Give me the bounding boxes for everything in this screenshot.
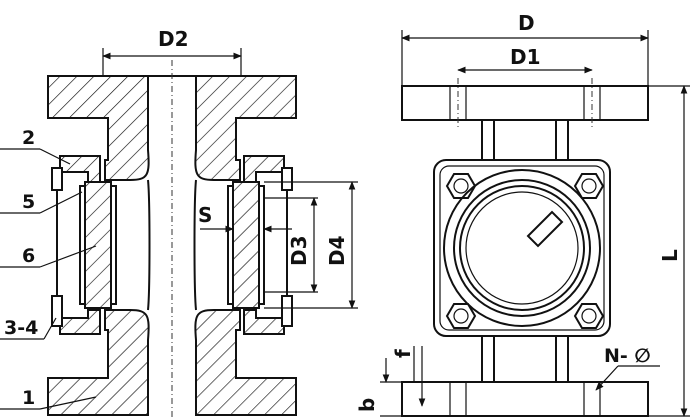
dim-label-d2: D2 — [158, 27, 189, 51]
callout-5: 5 — [22, 191, 35, 213]
bolt-right-bottom — [281, 295, 293, 327]
section-view: D2 D3 D4 S 2 5 6 3-4 1 — [0, 27, 358, 417]
dim-label-d: D — [518, 11, 535, 35]
top-flange-right — [194, 75, 297, 181]
dim-label-n-phi: N- ∅ — [604, 345, 651, 367]
dim-label-d3: D3 — [287, 235, 311, 266]
callout-1: 1 — [22, 387, 35, 409]
dim-label-l: L — [658, 249, 682, 262]
front-view: D D1 L f b N- ∅ — [355, 11, 690, 417]
dim-label-d4: D4 — [325, 235, 349, 266]
dim-label-f: f — [391, 349, 415, 358]
bottom-flange-left — [47, 309, 150, 416]
nut-top-right — [573, 173, 605, 199]
top-flange-left — [47, 75, 150, 181]
bolt-right-top — [281, 167, 293, 191]
right-cover-bottom — [243, 309, 285, 335]
flap-indicator — [526, 210, 564, 248]
sight-glass-outer — [443, 169, 601, 327]
front-top-flange — [401, 85, 649, 121]
callout-2: 2 — [22, 127, 35, 149]
nut-top-left — [445, 173, 477, 199]
right-glass — [232, 181, 260, 309]
nut-bottom-right — [573, 303, 605, 329]
left-glass — [84, 181, 112, 309]
dim-label-s: S — [198, 203, 212, 227]
bolt-left-top — [51, 167, 63, 191]
right-cover-top — [243, 155, 285, 183]
left-cover-bottom — [59, 309, 101, 335]
bottom-flange-right — [194, 309, 297, 416]
dim-label-b: b — [355, 398, 379, 412]
nut-bottom-left — [445, 303, 477, 329]
callout-3-4: 3-4 — [4, 317, 38, 339]
cover-plate — [433, 159, 611, 337]
callout-6: 6 — [22, 245, 35, 267]
front-bottom-flange — [401, 381, 649, 417]
left-cover-top — [59, 155, 101, 183]
dim-label-d1: D1 — [510, 45, 541, 69]
